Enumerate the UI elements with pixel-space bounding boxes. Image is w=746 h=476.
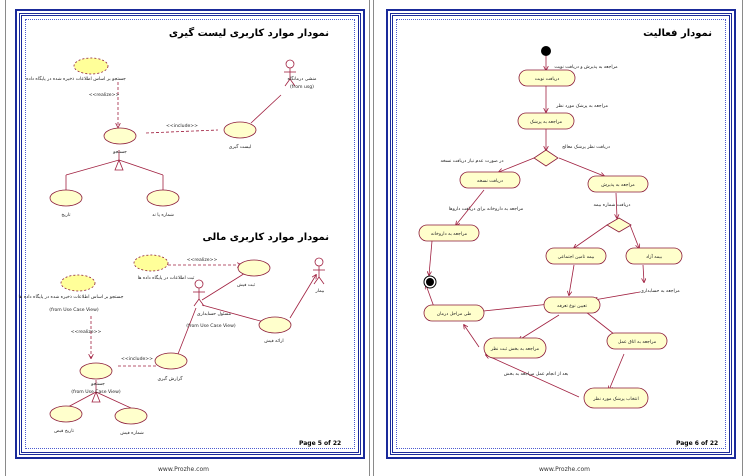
note-left-label: جستجو بر اساس اطلاعات ذخیره شده در پایگا… [19,293,124,300]
note-top-label: ثبت اطلاعات در پایگاه داده ها [138,274,195,281]
right-page: نمودار فعالیت [373,0,743,476]
note-ellipse-1 [73,57,109,75]
node-free-label: بیمه آزاد [646,254,662,260]
edge-no-need: در صورت عدم نیاز دریافت نسخه [440,159,503,164]
node-admission [587,175,649,193]
realize-1-label: <<realize>> [89,92,120,98]
node-ward-label: مراجعه به بخش ثبت نظر [490,347,540,352]
uc-date-label: تاریخ [61,213,71,218]
edge-pharmacy: مراجعه به داروخانه برای دریافت داروها [449,207,524,212]
start-node [541,46,551,56]
node-tariff-label: تعیین نوع تعرفه [557,304,587,309]
edge-accounting: مراجعه به حسابداری [640,289,680,294]
node-prescription [459,171,521,189]
node-doctor-label: مراجعه به پزشک [530,119,563,125]
usecase-1-title: نمودار موارد کاربری لیست گیری [168,28,329,39]
actor-financial [193,279,205,307]
left-page: نمودار موارد کاربری لیست گیری نمودار موا… [5,0,370,476]
uc-search-2 [79,362,113,380]
node-tariff [543,296,601,314]
node-surgery-room-label: مراجعه به اتاق عمل [618,339,657,345]
right-page-border [386,9,736,459]
include-1-label: <<include>> [166,123,198,129]
footer-left: www.Prozhe.com [158,466,209,473]
uc-receipt-date [49,405,83,423]
usecase-diagrams: جستجو بر اساس اطلاعات ذخیره شده در پایگا… [19,57,325,436]
uc-search-2-sub: (from Use Case View) [71,389,121,395]
uc-search-1-label: جستجو [112,150,127,155]
realize-3-label: <<realize>> [71,329,102,335]
edge-insurance: دریافت شماره بیمه [594,203,631,208]
actor-clinic-label: منشی درمانگاه [288,75,318,82]
uc-invoice-label: ارائه فیش [264,339,283,344]
node-surgery-room [606,332,668,350]
uc-receipt-no [114,407,148,425]
note-left-sub: (from Use Case View) [49,307,99,313]
end-node-inner [426,278,434,286]
actor-patient [313,257,325,285]
node-social-insurance [545,247,607,265]
usecase-2-title: نمودار موارد کاربری مالی [202,232,329,243]
uc-file-no-label: شماره پا ند [152,213,174,218]
uc-report [154,352,188,370]
footer-right: www.Prozhe.com [539,466,590,473]
uc-receipt-no-label: شماره فیش [120,431,144,436]
left-page-border [15,9,365,459]
include-2-label: <<include>> [121,356,153,362]
uc-file-no [146,189,180,207]
node-pharmacy-label: مراجعه به داروخانه [431,232,468,237]
uc-search-1 [103,127,137,145]
node-social-insurance-label: بیمه تامین اجتماعی [558,255,595,260]
actor-clinic-sub: (from usg) [290,84,314,90]
uc-invoice [258,316,292,334]
actor-financial-label: مسئول حسابداری [197,312,232,317]
note-ellipse-3 [60,274,96,292]
page-number-left: Page 5 of 22 [299,440,342,447]
node-pharmacy [418,224,480,242]
activity-diagram: دریافت نوبت مراجعه به پزشک دریافت نسخه م… [418,46,683,409]
node-shift [518,69,576,87]
uc-list-label: لیست گیری [229,143,252,150]
page-number-right: Page 6 of 22 [676,440,719,447]
realize-2-label: <<realize>> [187,257,218,263]
uc-date [49,189,83,207]
edge-opinion: دریافت نظر پزشک معالج [562,144,610,150]
node-shift-label: دریافت نوبت [535,77,560,82]
note-1-label: جستجو بر اساس اطلاعات ذخیره شده در پایگا… [26,75,126,82]
actor-clinic [284,59,296,87]
node-treatment [423,304,485,322]
decision-diamond-1 [533,149,559,167]
node-ward [483,337,547,359]
node-choose-doctor [583,387,649,409]
activity-title: نمودار فعالیت [643,28,712,39]
edge-after-op: بعد از انجام عمل مراجعه به بخش [504,372,568,377]
uc-register-receipt-label: ثبت فیش [237,283,256,288]
node-admission-label: مراجعه به پذیرش [601,183,635,188]
node-free [625,247,683,265]
node-treatment-label: طی مراحل درمان [437,312,472,317]
uc-search-2-label: جستجو [90,382,105,387]
edge-receive-shift: مراجعه به پذیرش و دریافت نوبت [554,65,618,70]
actor-patient-label: بیمار [315,289,325,294]
uc-report-label: گزارش گیری [158,375,184,382]
note-ellipse-2 [133,254,169,272]
node-doctor [517,112,575,130]
node-prescription-label: دریافت نسخه [477,179,503,184]
decision-diamond-2 [606,217,632,233]
actor-financial-sub: (from Use Case View) [186,323,236,329]
edge-to-doctor: مراجعه به پزشک مورد نظر [555,103,608,109]
uc-register-receipt [237,259,271,277]
uc-list [223,121,257,139]
uc-receipt-date-label: تاریخ قبض [54,429,75,434]
node-choose-doctor-label: انتخاب پزشک مورد نظر [592,396,638,402]
